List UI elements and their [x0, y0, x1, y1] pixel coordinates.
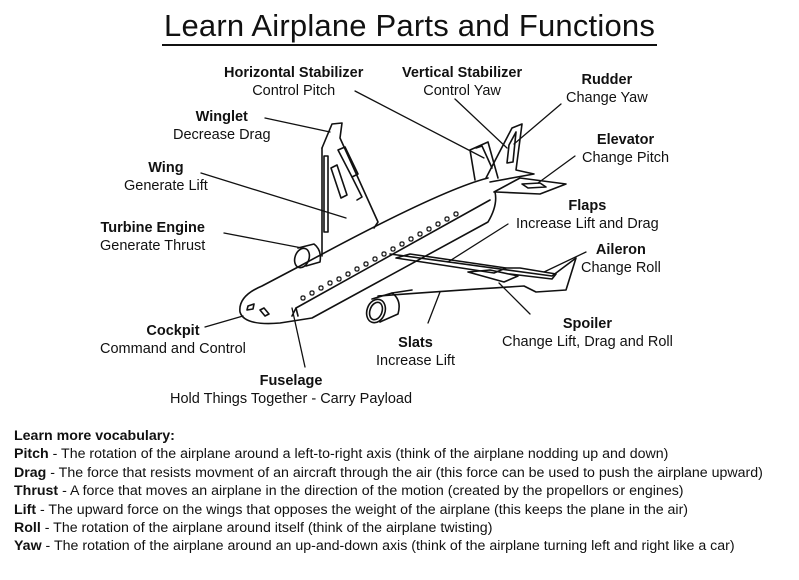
near-horizontal-stabilizer	[493, 177, 567, 195]
label-fuselage: Fuselage Hold Things Together - Carry Pa…	[170, 372, 412, 408]
part-function: Increase Lift	[376, 353, 455, 369]
vocabulary-definition: - The upward force on the wings that opp…	[36, 501, 689, 518]
vocabulary-definition: - The force that resists movment of an a…	[46, 464, 763, 481]
part-function: Change Pitch	[582, 150, 670, 166]
vocabulary-section: Learn more vocabulary: Pitch - The rotat…	[14, 427, 794, 556]
part-function: Hold Things Together - Carry Payload	[170, 391, 413, 407]
vocabulary-item: Thrust - A force that moves an airplane …	[14, 482, 794, 500]
vocabulary-term: Lift	[14, 501, 37, 518]
label-elevator: Elevator Change Pitch	[582, 131, 669, 167]
spoiler-shape	[467, 269, 519, 283]
part-name: Elevator	[596, 132, 655, 148]
label-spoiler: Spoiler Change Lift, Drag and Roll	[502, 315, 673, 351]
turbine-engine-pointer	[223, 232, 303, 249]
vocabulary-item: Lift - The upward force on the wings tha…	[14, 501, 794, 519]
far-wing-flap-inner	[337, 146, 359, 178]
vocabulary-term: Drag	[14, 464, 47, 481]
rudder-pointer	[513, 103, 562, 145]
vocabulary-item: Pitch - The rotation of the airplane aro…	[14, 445, 794, 463]
part-name: Slats	[398, 335, 433, 351]
part-function: Generate Lift	[124, 178, 208, 194]
vocabulary-heading: Learn more vocabulary:	[14, 428, 175, 444]
label-wing: Wing Generate Lift	[124, 159, 208, 195]
label-cockpit: Cockpit Command and Control	[100, 322, 246, 358]
vocabulary-definition: - The rotation of the airplane around a …	[48, 446, 669, 463]
part-function: Increase Lift and Drag	[516, 216, 659, 232]
label-horizontal-stabilizer: Horizontal Stabilizer Control Pitch	[224, 64, 363, 100]
vocabulary-term: Pitch	[14, 446, 49, 463]
cockpit-pointer	[204, 315, 244, 328]
aileron-pointer	[543, 251, 587, 273]
aileron-shape	[505, 267, 557, 280]
label-turbine-engine: Turbine Engine Generate Thrust	[100, 219, 205, 255]
vocabulary-term: Roll	[14, 520, 41, 537]
wing-pointer	[200, 172, 347, 219]
cabin-windows	[300, 211, 459, 301]
part-name: Winglet	[195, 109, 248, 125]
part-function: Command and Control	[100, 341, 246, 357]
part-name: Wing	[148, 160, 184, 176]
part-function: Change Lift, Drag and Roll	[502, 334, 673, 350]
part-name: Horizontal Stabilizer	[224, 65, 364, 81]
elevator-shape	[521, 182, 547, 189]
part-function: Control Yaw	[423, 83, 501, 99]
near-wing	[377, 253, 577, 297]
label-winglet: Winglet Decrease Drag	[173, 108, 271, 144]
horizontal-stabilizer-pointer	[354, 90, 485, 159]
part-name: Aileron	[595, 242, 646, 258]
slats-pointer	[427, 291, 441, 324]
part-name: Cockpit	[146, 323, 200, 339]
vocabulary-term: Yaw	[14, 538, 42, 555]
winglet-pointer	[264, 117, 331, 133]
elevator-pointer	[537, 155, 576, 184]
vocabulary-definition: - The rotation of the airplane around it…	[40, 520, 493, 537]
part-name: Spoiler	[562, 316, 613, 332]
vertical-stabilizer-shape	[485, 123, 535, 183]
far-wing	[321, 122, 379, 257]
tail	[469, 123, 567, 195]
label-vertical-stabilizer: Vertical Stabilizer Control Yaw	[402, 64, 522, 100]
page-title: Learn Airplane Parts and Functions	[162, 8, 658, 46]
part-name: Fuselage	[259, 373, 323, 389]
part-name: Turbine Engine	[100, 220, 205, 236]
spoiler-pointer	[498, 282, 531, 315]
part-function: Generate Thrust	[100, 238, 206, 254]
vocabulary-definition: - A force that moves an airplane in the …	[58, 483, 684, 500]
vocabulary-item: Yaw - The rotation of the airplane aroun…	[14, 537, 794, 555]
part-function: Decrease Drag	[173, 127, 271, 143]
airplane-diagram	[200, 90, 587, 368]
part-function: Change Roll	[581, 260, 661, 276]
vertical-stabilizer-pointer	[454, 98, 508, 149]
part-function: Control Pitch	[252, 83, 336, 99]
vocabulary-term: Thrust	[14, 483, 59, 500]
label-flaps: Flaps Increase Lift and Drag	[516, 197, 659, 233]
vocabulary-item: Roll - The rotation of the airplane arou…	[14, 519, 794, 537]
vocabulary-item: Drag - The force that resists movment of…	[14, 464, 794, 482]
rudder-shape	[506, 131, 517, 164]
label-rudder: Rudder Change Yaw	[566, 71, 648, 107]
part-function: Change Yaw	[566, 90, 648, 106]
near-engine	[365, 289, 413, 324]
part-name: Vertical Stabilizer	[402, 65, 523, 81]
label-aileron: Aileron Change Roll	[581, 241, 661, 277]
flaps-pointer	[447, 223, 509, 263]
part-name: Flaps	[568, 198, 607, 214]
fuselage-pointer	[291, 307, 306, 368]
cockpit-windows	[246, 303, 270, 317]
far-wing-spoiler	[330, 164, 348, 199]
label-slats: Slats Increase Lift	[376, 334, 455, 370]
vocabulary-definition: - The rotation of the airplane around an…	[41, 538, 735, 555]
leader-lines	[200, 90, 587, 368]
part-name: Rudder	[581, 72, 633, 88]
